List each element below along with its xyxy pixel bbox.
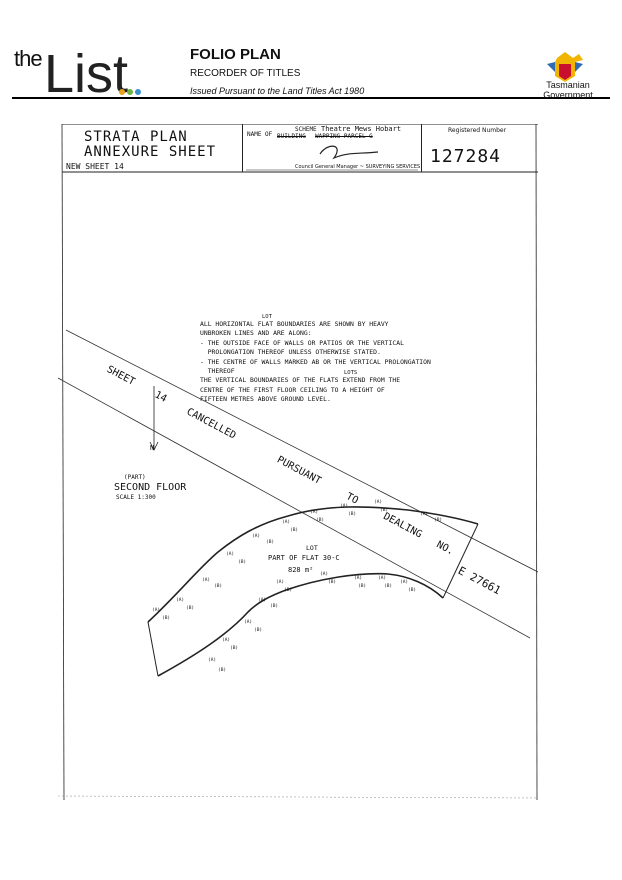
wall-mark-b: (B): [384, 584, 393, 589]
wall-mark-a: (A): [420, 512, 429, 517]
wall-mark-a: (A): [378, 576, 387, 581]
wall-mark-b: (B): [328, 580, 337, 585]
wall-mark-b: (B): [230, 646, 239, 651]
wall-mark-a: (A): [252, 534, 261, 539]
gov-name-line2: Government: [543, 90, 593, 100]
wall-mark-b: (B): [162, 616, 171, 621]
lot-part-of: PART OF FLAT 30-C: [268, 554, 340, 562]
note-line: - THE OUTSIDE FACE OF WALLS OR PATIOS OR…: [200, 338, 404, 347]
page-title: FOLIO PLAN: [190, 46, 281, 63]
north-label: N: [150, 444, 155, 452]
note-line: THE VERTICAL BOUNDARIES OF THE FLATS EXT…: [200, 376, 401, 385]
act-reference: Issued Pursuant to the Land Titles Act 1…: [190, 86, 365, 96]
signature-caption: Council General Manager ~ SURVEYING SERV…: [295, 164, 421, 170]
plan-title: STRATA PLAN ANNEXURE SHEET: [84, 130, 216, 160]
floor-part-label: (PART): [124, 474, 146, 481]
wall-mark-b: (B): [218, 668, 227, 673]
floor-label: SECOND FLOOR: [114, 482, 187, 493]
note-line: ALL HORIZONTAL FLAT BOUNDARIES ARE SHOWN…: [200, 320, 389, 328]
scheme-value: Theatre Mews Hobart: [321, 125, 402, 133]
wall-mark-b: (B): [214, 584, 223, 589]
wall-mark-a: (A): [340, 504, 349, 509]
wall-mark-a: (A): [258, 598, 267, 603]
wall-mark-b: (B): [284, 588, 293, 593]
wall-mark-a: (A): [354, 576, 363, 581]
note-line: - THE CENTRE OF WALLS MARKED AB OR THE V…: [200, 357, 431, 366]
building-value: WAPPING PARCEL G: [315, 133, 373, 140]
wall-mark-b: (B): [408, 588, 417, 593]
note-line: THEREOF: [200, 367, 235, 376]
wall-mark-a: (A): [244, 620, 253, 625]
note-line: UNBROKEN LINES AND ARE ALONG:: [200, 329, 312, 338]
wall-mark-b: (B): [316, 518, 325, 523]
note-line: CENTRE OF THE FIRST FLOOR CEILING TO A H…: [200, 385, 385, 394]
wall-mark-b: (B): [238, 560, 247, 565]
plan-title-line2: ANNEXURE SHEET: [84, 144, 217, 160]
notes-lots-correction: LOTS: [344, 370, 358, 376]
name-of-label: NAME OF: [247, 131, 273, 138]
wall-mark-a: (A): [310, 510, 319, 515]
wall-mark-b: (B): [434, 518, 443, 523]
gov-name-line1: Tasmanian: [546, 80, 590, 90]
wall-mark-b: (B): [290, 528, 299, 533]
tasmanian-gov-emblem-icon: [547, 52, 583, 82]
scheme-label: SCHEME: [295, 126, 317, 133]
wall-mark-a: (A): [400, 580, 409, 585]
wall-mark-a: (A): [202, 578, 211, 583]
wall-mark-a: (A): [282, 520, 291, 525]
building-label: BUILDING: [277, 133, 306, 140]
page-subtitle: RECORDER OF TITLES: [190, 68, 301, 79]
page-header: the List FOLIO PLAN RECORDER OF TITLES I…: [0, 0, 622, 104]
scale-label: SCALE 1:300: [116, 494, 156, 501]
wall-mark-b: (B): [266, 540, 275, 545]
logo-list-text: List: [44, 44, 128, 100]
header-rule: [12, 97, 610, 99]
scheme-name-box: NAME OF SCHEME Theatre Mews Hobart BUILD…: [242, 124, 422, 172]
wall-mark-b: (B): [186, 606, 195, 611]
wall-mark-b: (B): [348, 512, 357, 517]
wall-mark-b: (B): [358, 584, 367, 589]
boundary-notes: ALL HORIZONTAL FLAT BOUNDARIES ARE SHOWN…: [200, 320, 431, 405]
wall-mark-b: (B): [270, 604, 279, 609]
lot-area: 828 m²: [288, 566, 314, 574]
thelist-logo: the List: [14, 40, 154, 100]
logo-list-graphic: List: [44, 44, 141, 100]
wall-mark-b: (B): [380, 508, 389, 513]
strata-plan-sheet: STRATA PLAN ANNEXURE SHEET NEW SHEET 14 …: [58, 124, 538, 800]
wall-mark-a: (A): [222, 638, 231, 643]
registered-number: 127284: [430, 146, 502, 167]
new-sheet-label: NEW SHEET 14: [66, 162, 124, 171]
logo-the-text: the: [14, 46, 43, 71]
wall-mark-a: (A): [152, 608, 161, 613]
plan-drawing: [58, 124, 538, 800]
note-line: FIFTEEN METRES ABOVE GROUND LEVEL.: [200, 395, 331, 404]
wall-mark-a: (A): [226, 552, 235, 557]
wall-mark-a: (A): [176, 598, 185, 603]
gov-name: Tasmanian Government: [530, 80, 606, 100]
registered-number-label: Registered Number: [448, 127, 507, 134]
notes-lot-correction: LOT: [262, 314, 272, 320]
wall-mark-a: (A): [374, 500, 383, 505]
signature: [319, 145, 379, 160]
lot-label: LOT: [306, 544, 318, 552]
wall-mark-a: (A): [320, 572, 329, 577]
plan-title-line1: STRATA PLAN: [84, 129, 188, 145]
note-line: PROLONGATION THEREOF UNLESS OTHERWISE ST…: [200, 348, 381, 357]
wall-mark-a: (A): [208, 658, 217, 663]
wall-mark-a: (A): [276, 580, 285, 585]
wall-mark-b: (B): [254, 628, 263, 633]
